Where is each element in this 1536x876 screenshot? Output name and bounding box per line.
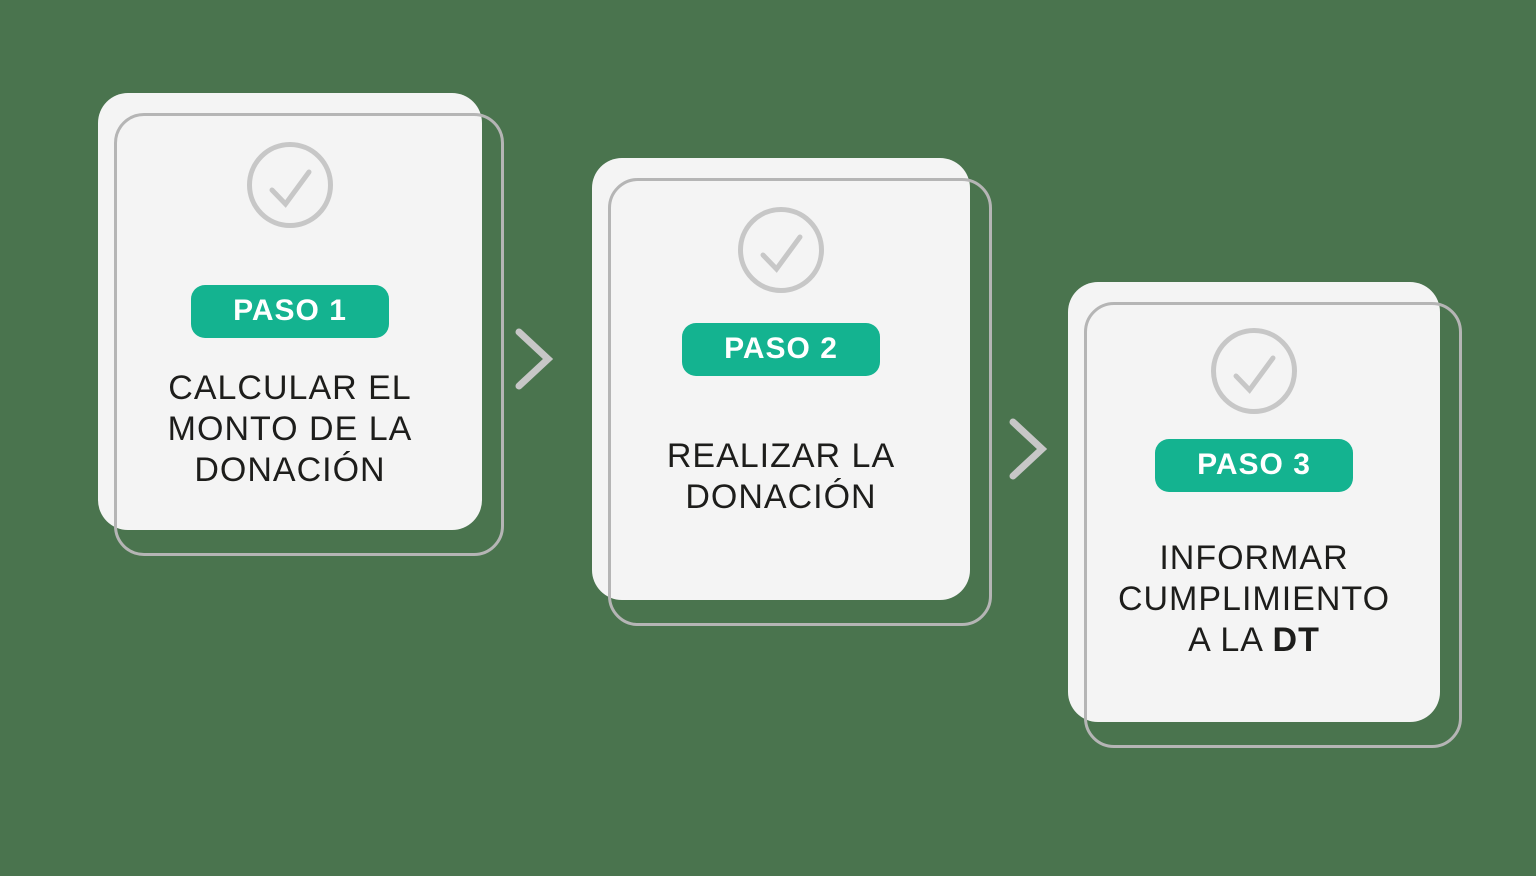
step-title-line: CUMPLIMIENTO [1117,580,1391,618]
step-card-paso-1: PASO 1 CALCULAR EL MONTO DE LA DONACIÓN [98,93,504,556]
step-card-paso-3: PASO 3 INFORMAR CUMPLIMIENTO A LA DT [1068,282,1462,748]
step-title: REALIZAR LA DONACIÓN [667,436,895,518]
chevron-right-icon [512,326,556,392]
step-badge: PASO 3 [1155,439,1353,492]
chevron-right-icon [1006,416,1050,482]
step-title-line: A LA DT [1118,620,1390,661]
step-badge: PASO 2 [682,323,880,376]
step-title-line: INFORMAR [1159,539,1349,577]
step-title-line: DONACIÓN [194,451,386,489]
check-circle-icon [1210,327,1298,415]
check-circle-icon [737,206,825,294]
step-card-paso-2: PASO 2 REALIZAR LA DONACIÓN [592,158,992,626]
check-circle-icon [246,141,334,229]
step-title-line: DONACIÓN [685,478,877,516]
step-title: CALCULAR EL MONTO DE LA DONACIÓN [168,368,413,491]
step-title-line-prefix: A LA [1188,621,1273,659]
step-title-line: REALIZAR LA [666,437,896,475]
step-title-line: MONTO DE LA [167,410,413,448]
step-badge: PASO 1 [191,285,389,338]
step-title: INFORMAR CUMPLIMIENTO A LA DT [1118,538,1390,661]
step-title-line: CALCULAR EL [168,369,412,407]
step-title-bold: DT [1272,621,1320,659]
